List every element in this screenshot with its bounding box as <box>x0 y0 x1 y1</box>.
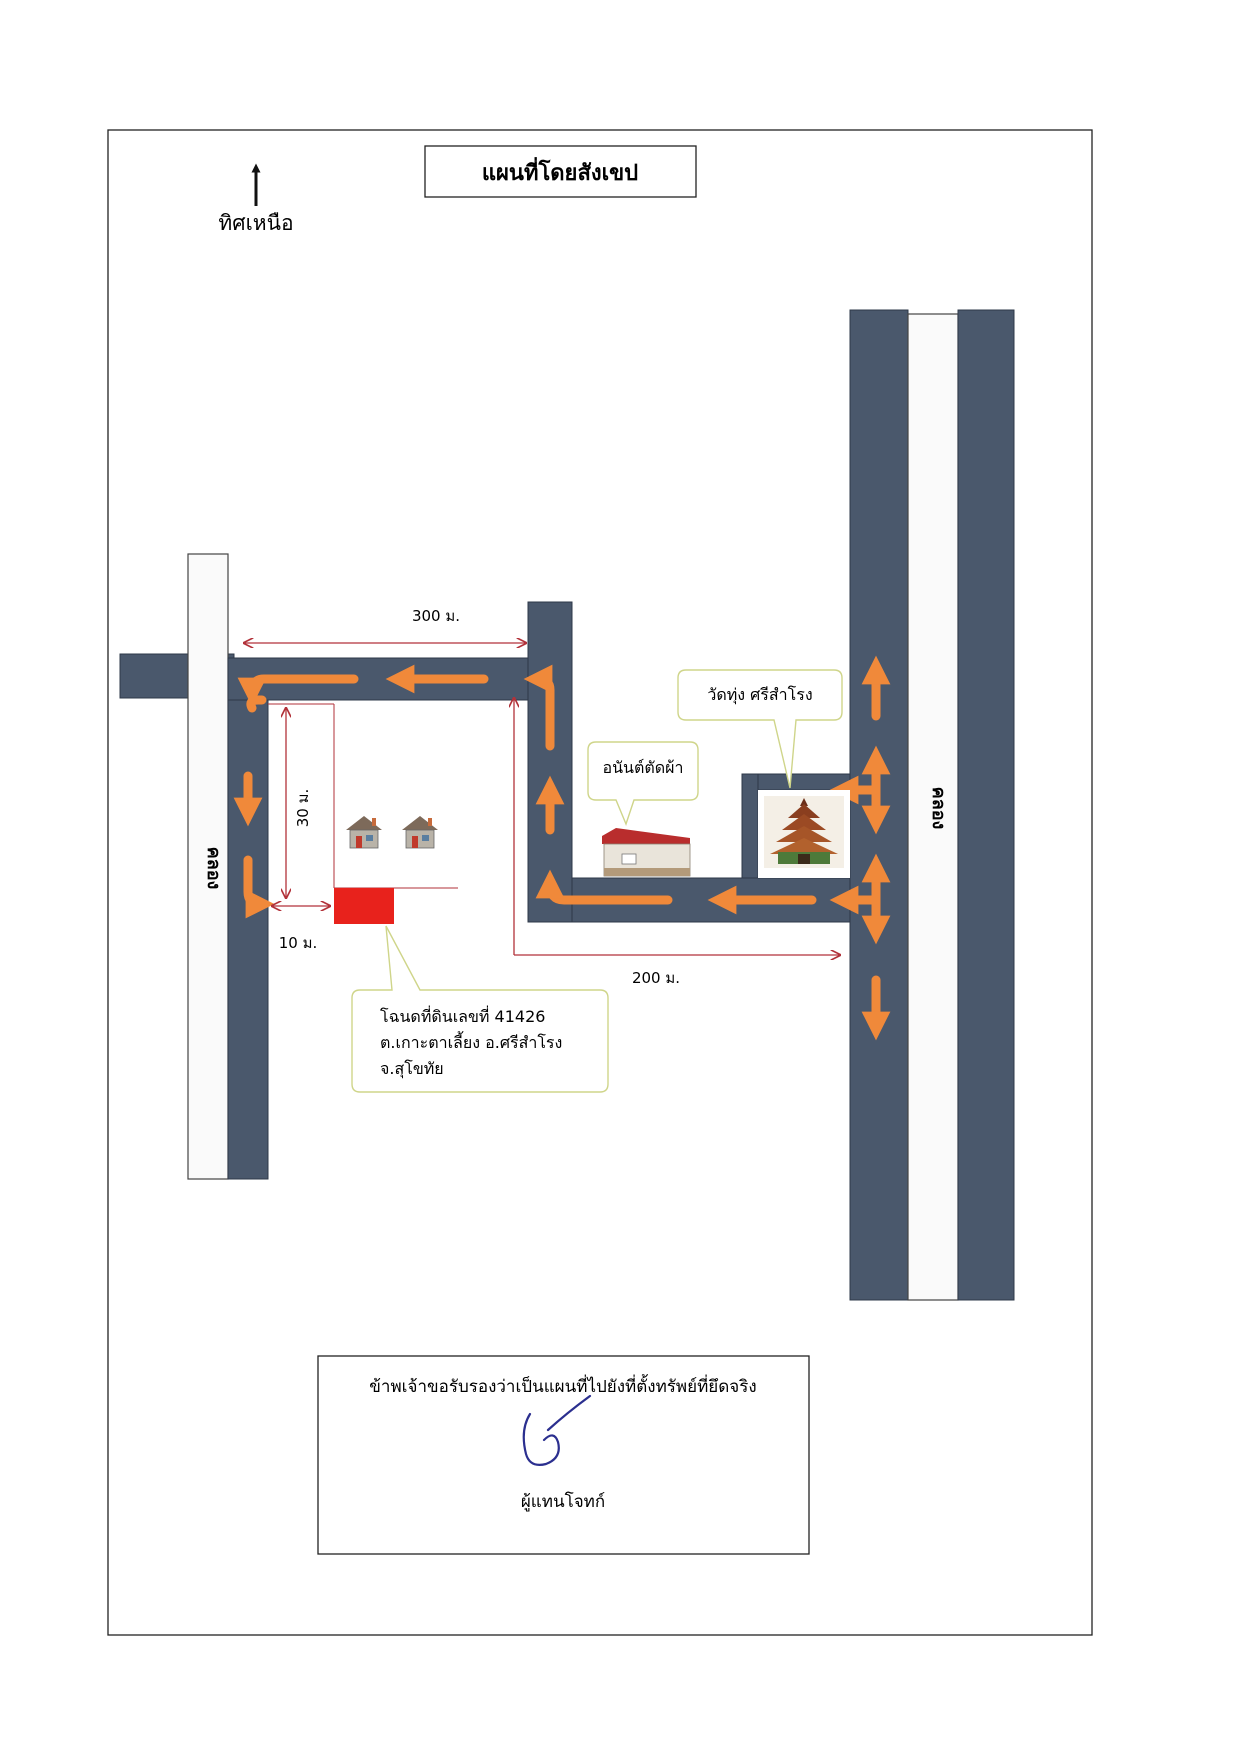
certification-statement: ข้าพเจ้าขอรับรองว่าเป็นแผนที่ไปยังที่ตั้… <box>369 1374 756 1397</box>
temple-callout <box>677 669 843 789</box>
route-arrows <box>233 655 891 1041</box>
shop-callout <box>587 741 699 826</box>
right-road-right <box>957 309 1015 1301</box>
right-canal-label: คลอง <box>928 787 949 830</box>
north-label: ทิศเหนือ <box>218 211 293 235</box>
distance-bottom: 200 ม. <box>632 969 680 987</box>
title-box <box>424 145 697 198</box>
distance-height: 30 ม. <box>294 789 312 828</box>
left-canal <box>187 553 229 1180</box>
signature <box>522 1394 592 1466</box>
certification-box <box>317 1355 810 1555</box>
temple-icon <box>764 796 844 868</box>
parcel-line-3: จ.สุโขทัย <box>380 1059 444 1079</box>
temple-label: วัดทุ่ง ศรีสำโรง <box>707 685 812 705</box>
house-icon <box>346 816 382 849</box>
distance-width: 10 ม. <box>279 934 318 952</box>
parcel-line-2: ต.เกาะตาเลี้ยง อ.ศรีสำโรง <box>380 1031 562 1052</box>
page-frame <box>107 129 1093 1636</box>
house-icon <box>402 816 438 849</box>
parcel-marker <box>334 888 394 924</box>
page-title: แผนที่โดยสังเขป <box>482 156 638 186</box>
certification-role: ผู้แทนโจทก์ <box>521 1491 605 1512</box>
shop-label: อนันต์ตัดผ้า <box>602 758 683 777</box>
shop-icon <box>602 828 691 877</box>
parcel-callout <box>351 925 609 1093</box>
right-canal-road <box>849 309 1015 1301</box>
left-canal-label: คลอง <box>203 847 224 890</box>
distance-top: 300 ม. <box>412 607 460 625</box>
dimension-lines <box>244 643 840 955</box>
right-canal <box>907 313 959 1301</box>
parcel-line-1: โฉนดที่ดินเลขที่ 41426 <box>380 1005 545 1026</box>
